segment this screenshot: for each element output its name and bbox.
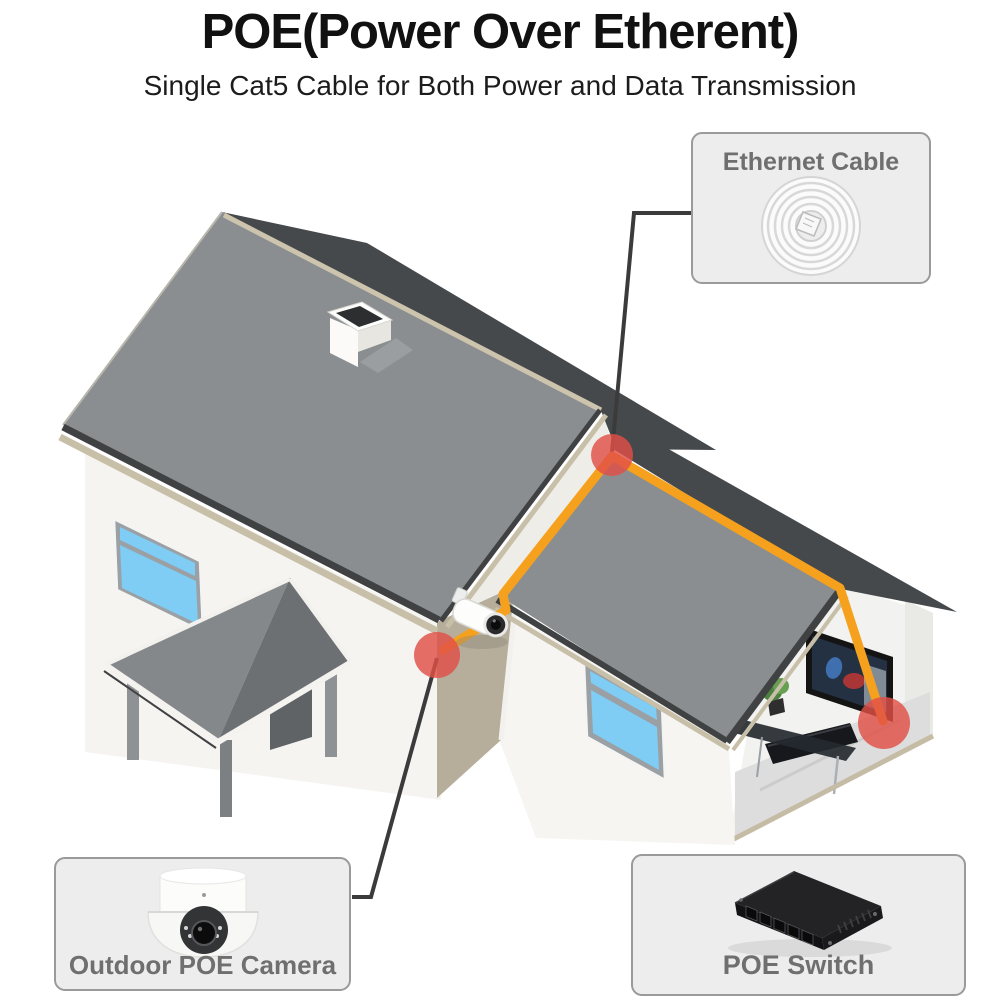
porch — [103, 577, 352, 817]
right-wing-eave-shadow — [495, 597, 729, 744]
outdoor-poe-camera-label: Outdoor POE Camera — [68, 950, 337, 980]
switch-shadow — [728, 939, 892, 957]
page-title: POE(Power Over Etherent) — [201, 5, 800, 59]
poe-cable-run — [438, 451, 888, 726]
chimney-opening — [336, 306, 383, 327]
main-roof — [58, 211, 716, 635]
poe-switch-label: POE Switch — [722, 950, 875, 980]
porch-rake-right — [288, 577, 352, 663]
ridge-cap — [222, 212, 603, 413]
callout-box-ethernet — [691, 132, 931, 284]
window-left-pane-top — [120, 527, 195, 576]
callout-box-switch — [631, 854, 966, 996]
porch-post-front — [220, 740, 232, 817]
camera-shadow — [456, 635, 508, 649]
floor-edge-trim — [726, 733, 935, 845]
gable-overhang-fascia — [731, 594, 849, 752]
right-wing-far-slope — [613, 425, 957, 612]
window-right-pane-top — [590, 671, 657, 720]
poe-switch-icon — [728, 871, 892, 957]
window-left-pane-bottom — [120, 545, 198, 624]
connector-camera-line — [352, 657, 439, 899]
switch-ports — [745, 905, 814, 946]
ethernet-cable-coil-icon — [761, 176, 861, 276]
connection-dot-roof — [591, 434, 633, 476]
right-wing-eave-fascia — [493, 606, 731, 752]
eave-shadow — [61, 423, 441, 624]
porch-edge-line — [103, 670, 217, 749]
window-left — [112, 516, 205, 635]
porch-post-right — [325, 659, 337, 757]
callout-box-camera — [54, 857, 351, 991]
switch-vents — [837, 909, 872, 934]
page-subtitle: Single Cat5 Cable for Both Power and Dat… — [143, 70, 857, 101]
bullet-camera — [451, 587, 509, 649]
dome-camera-icon — [147, 867, 259, 958]
right-rake-shadow — [439, 408, 602, 623]
connection-dot-camera — [414, 632, 460, 678]
connection-dot-switch — [858, 697, 910, 749]
porch-fascia-right — [216, 660, 352, 745]
main-roof-far-slope — [222, 212, 716, 450]
rj45-connector — [795, 211, 822, 237]
porch-rake-left — [106, 577, 291, 666]
left-rake-edge — [62, 211, 223, 426]
ethernet-cable-label: Ethernet Cable — [722, 148, 900, 176]
right-wing-roof — [493, 425, 957, 752]
switch-top — [735, 871, 881, 938]
tv-screen-figure — [825, 657, 843, 679]
window-right — [582, 660, 667, 783]
right-wing-near-slope — [503, 457, 840, 740]
chimney-skylight — [326, 301, 413, 373]
gable-overhang-shadow — [724, 587, 843, 745]
porch-roof-left-slope — [107, 578, 290, 741]
chimney-shadow — [360, 338, 413, 373]
right-rake-fascia — [445, 413, 608, 629]
main-roof-near-slope — [63, 212, 600, 621]
eave-fascia — [58, 433, 439, 635]
tv-screen-figure2 — [843, 673, 865, 689]
dome-lens — [191, 920, 217, 946]
porch-fascia-left — [105, 663, 220, 745]
connector-ethernet-line — [610, 211, 692, 453]
switch-side — [822, 906, 883, 950]
window-right-pane-bottom — [591, 690, 659, 770]
